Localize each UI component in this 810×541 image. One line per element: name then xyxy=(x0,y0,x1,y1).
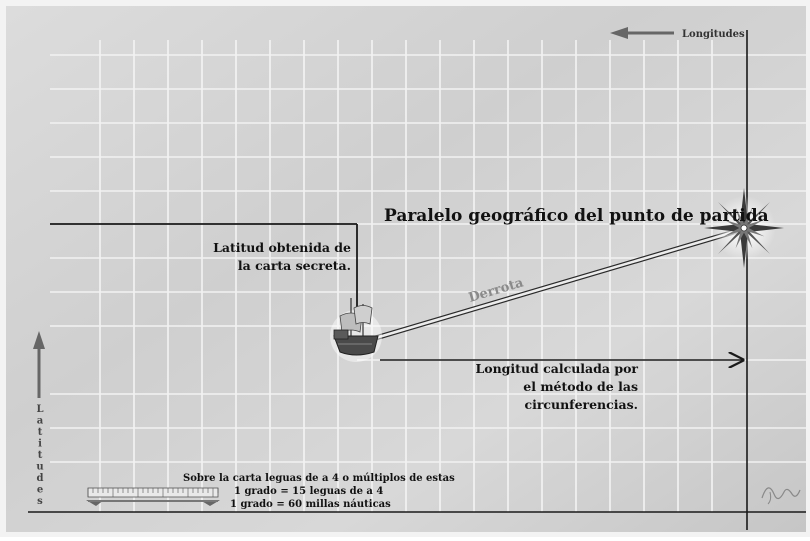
scale-text-line1: Sobre la carta leguas de a 4 o múltiplos… xyxy=(183,473,455,484)
route-line xyxy=(370,227,746,341)
latitudes-letter: e xyxy=(37,485,43,496)
longitude-label-line1: Longitud calculada por xyxy=(475,361,638,376)
latitudes-letter: u xyxy=(36,462,43,473)
longitude-label-line3: circunferencias. xyxy=(524,397,638,412)
latitudes-letter: t xyxy=(38,450,43,461)
latitudes-letter: L xyxy=(36,404,43,415)
parallel-label: Paralelo geográfico del punto de partida xyxy=(384,206,769,226)
latitudes-letter: t xyxy=(38,427,43,438)
longitude-label-line2: el método de las xyxy=(523,379,638,394)
latitude-label-line2: la carta secreta. xyxy=(238,258,351,273)
scale-bar xyxy=(86,487,220,506)
latitudes-letter: s xyxy=(37,496,43,507)
scale-text-line2: 1 grado = 15 leguas de a 4 xyxy=(234,486,383,497)
left-arrow-icon xyxy=(610,27,674,39)
compass-rose-icon xyxy=(704,188,784,268)
longitudes-label: Longitudes xyxy=(682,29,745,40)
scale-text-line3: 1 grado = 60 millas náuticas xyxy=(230,499,391,510)
latitudes-letter: i xyxy=(38,439,42,450)
latitudes-letter: d xyxy=(37,473,44,484)
latitudes-letter: a xyxy=(37,416,44,427)
latitude-label-line1: Latitud obtenida de xyxy=(213,240,351,255)
signature-icon xyxy=(761,487,801,505)
ship-icon xyxy=(330,298,382,362)
up-arrow-icon xyxy=(33,331,45,398)
